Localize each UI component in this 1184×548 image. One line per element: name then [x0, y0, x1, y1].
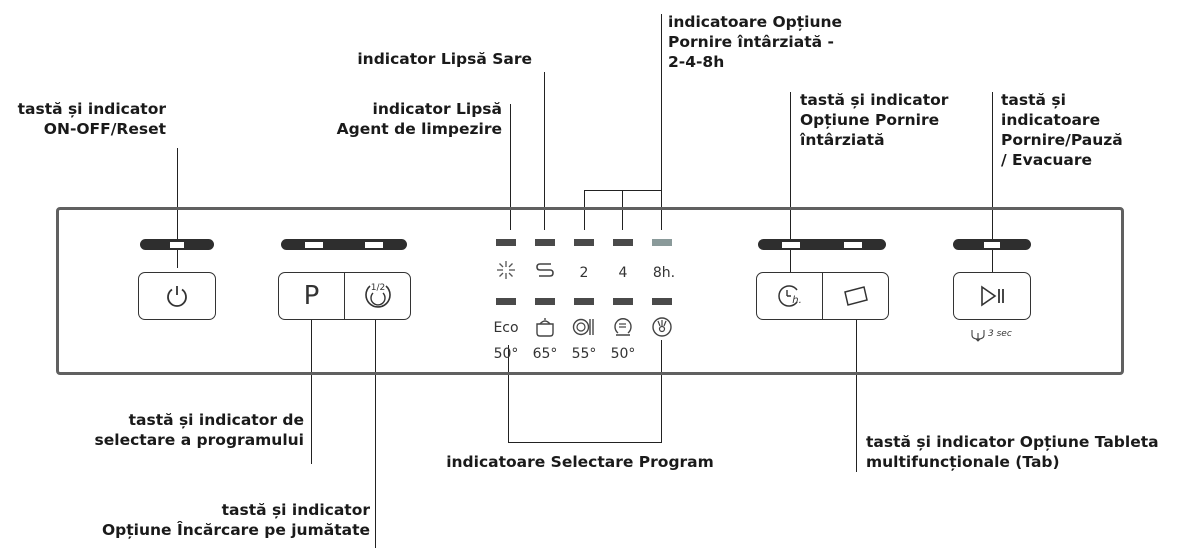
intensive-pot-icon	[532, 314, 558, 340]
program-halfload-button-group: P 1/2	[278, 272, 411, 320]
delay-4h-value: 4	[618, 265, 628, 281]
leader-prog-left	[508, 345, 510, 443]
delay-8h-led	[652, 239, 672, 246]
svg-text:h.: h.	[792, 295, 802, 306]
label-program-indicators: indicatoare Selectare Program	[446, 453, 714, 471]
delay-start-button[interactable]: h.	[757, 273, 822, 319]
leader-prog-bracket	[508, 442, 662, 444]
leader-program-select	[311, 320, 313, 464]
delay-8h-value: 8h.	[652, 265, 676, 281]
delay-tab-button-group: h.	[756, 272, 889, 320]
leader-delay-2	[584, 190, 586, 230]
tab-button[interactable]	[822, 273, 888, 319]
eco-temperature: 50°	[493, 346, 519, 362]
delay-2h-value: 2	[579, 265, 589, 281]
half-load-button[interactable]: 1/2	[344, 273, 410, 319]
label-salt: indicator Lipsă Sare	[357, 50, 532, 68]
leader-half-load	[375, 320, 377, 548]
program-indicator-bar	[281, 239, 407, 250]
delay-4h-led	[613, 239, 633, 246]
fast-temperature: 50°	[610, 346, 636, 362]
leader-delay-key	[790, 92, 792, 288]
intensive-temperature: 65°	[532, 346, 558, 362]
play-pause-icon	[976, 283, 1008, 309]
power-button[interactable]	[138, 272, 216, 320]
rinse-aid-icon	[492, 258, 520, 282]
program-button[interactable]: P	[279, 273, 344, 319]
tablet-icon	[841, 283, 871, 309]
power-indicator-bar	[140, 239, 214, 250]
normal-dishes-icon	[571, 314, 597, 340]
salt-led	[535, 239, 555, 246]
leader-tab	[856, 320, 858, 472]
svg-text:1/2: 1/2	[370, 283, 384, 293]
program-fast-led	[613, 298, 633, 305]
control-panel	[56, 207, 1124, 375]
delay-2h-led	[574, 239, 594, 246]
fast-program-icon	[610, 314, 636, 340]
drain-icon	[970, 327, 986, 342]
program-eco-led	[496, 298, 516, 305]
leader-rinse	[510, 104, 512, 230]
salt-icon	[531, 258, 559, 282]
delay-start-icon: h.	[775, 281, 805, 311]
leader-delay-4	[622, 190, 624, 230]
program-normal-led	[574, 298, 594, 305]
leader-delay-indicators	[661, 14, 663, 230]
program-prewash-led	[652, 298, 672, 305]
leader-salt	[544, 72, 546, 230]
start-indicator-bar	[953, 239, 1031, 250]
power-icon	[164, 283, 190, 309]
half-load-icon: 1/2	[361, 279, 395, 313]
prewash-icon	[649, 313, 675, 339]
program-p-icon: P	[303, 281, 320, 311]
drain-hint: 3 sec	[988, 329, 1012, 339]
program-intensive-led	[535, 298, 555, 305]
start-pause-button[interactable]	[953, 272, 1031, 320]
normal-temperature: 55°	[571, 346, 597, 362]
leader-prog-right	[661, 340, 663, 443]
leader-start-pause	[992, 92, 994, 288]
eco-program-icon: Eco	[493, 320, 519, 336]
delay-tab-indicator-bar	[758, 239, 886, 250]
rinse-aid-led	[496, 239, 516, 246]
